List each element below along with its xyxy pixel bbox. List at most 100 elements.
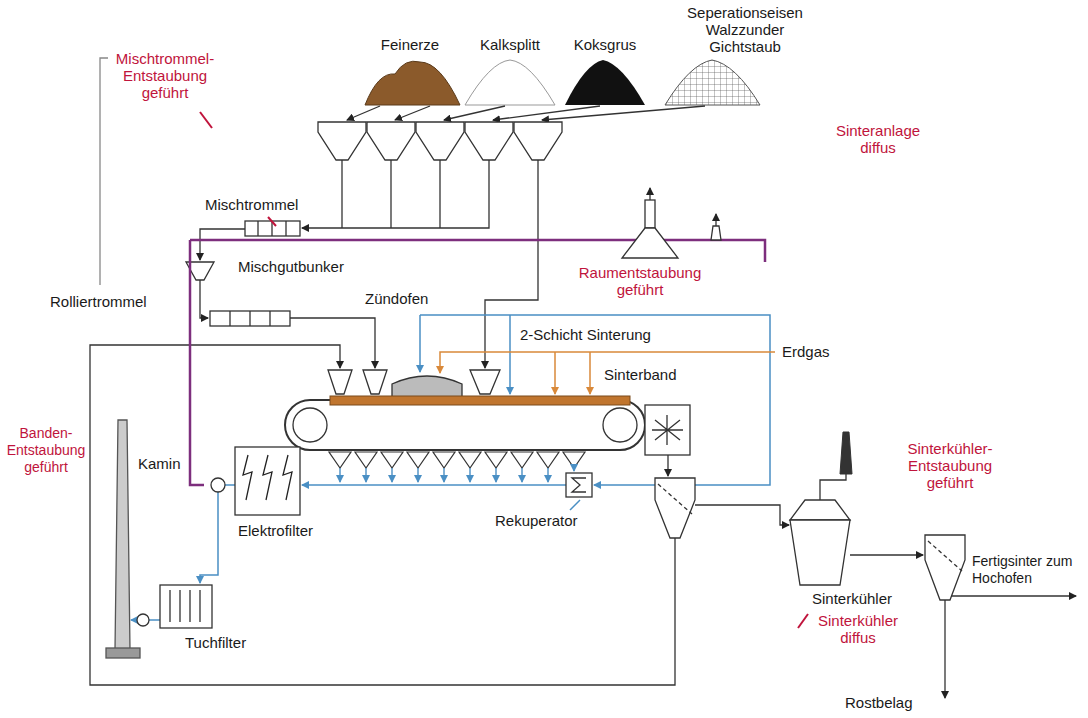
part-label: Erdgas xyxy=(782,343,830,360)
wind-box xyxy=(433,452,455,468)
label-box: Sinterkühler-Entstaubung geführt xyxy=(885,440,1015,491)
gas-line xyxy=(131,315,770,620)
sinter-strand xyxy=(285,400,645,450)
emission-label: Mischtrommel-Entstaubung geführt xyxy=(116,50,214,101)
label-box: Mischtrommel-Entstaubung geführt xyxy=(108,50,223,101)
wind-box xyxy=(381,452,403,468)
electrostatic-filter xyxy=(243,455,292,500)
material-line xyxy=(200,229,245,260)
part-label: Rolliertrommel xyxy=(50,293,147,310)
label-box: Seperationseisen Walzzunder Gichtstaub xyxy=(678,4,813,55)
crusher xyxy=(645,405,690,455)
leader-line xyxy=(798,614,808,628)
gas-flow-arrow xyxy=(469,468,470,482)
material-pile xyxy=(565,60,645,105)
fan xyxy=(211,478,225,492)
wind-box xyxy=(563,452,585,468)
label-box: Tuchfilter xyxy=(185,634,246,651)
diffuse-vent xyxy=(711,226,721,240)
material-line xyxy=(90,160,1076,698)
label-box: Erdgas xyxy=(782,343,830,360)
sinter-cooler xyxy=(790,474,850,585)
gas-flow-arrow xyxy=(391,468,392,482)
gas-line xyxy=(419,315,421,372)
material-line xyxy=(302,160,489,228)
wind-box xyxy=(537,452,559,468)
label-box: Rolliertrommel xyxy=(50,293,147,310)
feeder-hopper xyxy=(363,370,387,394)
part-label: Rekuperator xyxy=(495,512,578,529)
feed-arrow xyxy=(347,106,380,120)
wind-box xyxy=(511,452,533,468)
material-line xyxy=(439,160,440,228)
mixing-drum xyxy=(258,221,286,236)
gas-line xyxy=(302,484,566,486)
gas-flow-arrow xyxy=(417,468,418,482)
screen xyxy=(655,478,965,600)
room-dedusting-stack xyxy=(649,188,650,200)
feeder-hopper xyxy=(328,370,352,394)
wind-box xyxy=(407,452,429,468)
diffuse-vent xyxy=(711,214,721,240)
material-line xyxy=(341,160,342,228)
part-label: Sinterkühler xyxy=(812,590,892,607)
gas-line xyxy=(131,619,137,621)
wind-box xyxy=(355,452,377,468)
dust-line xyxy=(100,58,108,285)
material-line xyxy=(200,280,208,318)
chimney xyxy=(106,648,140,658)
material-line xyxy=(950,595,1076,596)
gas-flow-arrow xyxy=(339,468,340,482)
feed-arrow xyxy=(542,106,705,120)
sinter-cooler xyxy=(790,520,850,585)
label-box: Banden-Entstaubung geführt xyxy=(3,425,89,476)
dosing-hopper xyxy=(465,122,513,160)
gas-flow-arrow xyxy=(547,468,548,482)
part-label: Fertigsinter zum Hochofen xyxy=(972,553,1072,586)
feed-arrow xyxy=(395,106,430,120)
emission-label: Raumentstaubung geführt xyxy=(579,264,702,298)
gas-line xyxy=(200,492,218,583)
gas-line xyxy=(570,500,580,510)
emission-label: Banden-Entstaubung geführt xyxy=(7,425,86,475)
recuperator xyxy=(572,478,586,492)
label-box: Rostbelag xyxy=(845,694,913,711)
gas-flow-arrow xyxy=(573,468,574,471)
recuperator xyxy=(566,473,592,497)
wind-box xyxy=(485,452,507,468)
bag-filter xyxy=(160,585,212,628)
wind-box xyxy=(329,452,585,482)
material-line xyxy=(695,505,789,525)
dedusting-line xyxy=(190,240,204,485)
room-dedusting-stack xyxy=(645,200,655,228)
part-label: Elektrofilter xyxy=(238,522,313,539)
dosing-hopper xyxy=(318,122,562,160)
label-box: 2-Schicht Sinterung xyxy=(520,326,651,343)
fan xyxy=(137,614,149,626)
label-box: Mischtrommel xyxy=(205,196,298,213)
leader-line xyxy=(200,112,212,128)
material-line xyxy=(667,455,668,476)
part-label: 2-Schicht Sinterung xyxy=(520,326,651,343)
dosing-hopper xyxy=(367,122,415,160)
material-line xyxy=(944,600,945,698)
bag-filter xyxy=(160,585,212,628)
sinter-strand xyxy=(330,396,630,405)
material-line xyxy=(850,554,923,555)
material-pile xyxy=(465,60,555,105)
material-line xyxy=(390,160,391,228)
wind-box xyxy=(459,452,481,468)
sinter-strand xyxy=(603,408,637,442)
part-label: Koksgrus xyxy=(574,36,637,53)
label-box: Raumentstaubung geführt xyxy=(560,264,720,298)
screen xyxy=(655,478,695,538)
bag-filter xyxy=(170,590,200,622)
pelletizing-drum xyxy=(210,311,290,326)
label-box: Rekuperator xyxy=(495,512,578,529)
electrostatic-filter xyxy=(235,447,300,515)
chimney xyxy=(115,420,130,650)
feeder-hopper xyxy=(470,370,500,394)
label-box: Sinterkühler diffus xyxy=(811,612,906,646)
room-dedusting-stack xyxy=(622,188,678,258)
